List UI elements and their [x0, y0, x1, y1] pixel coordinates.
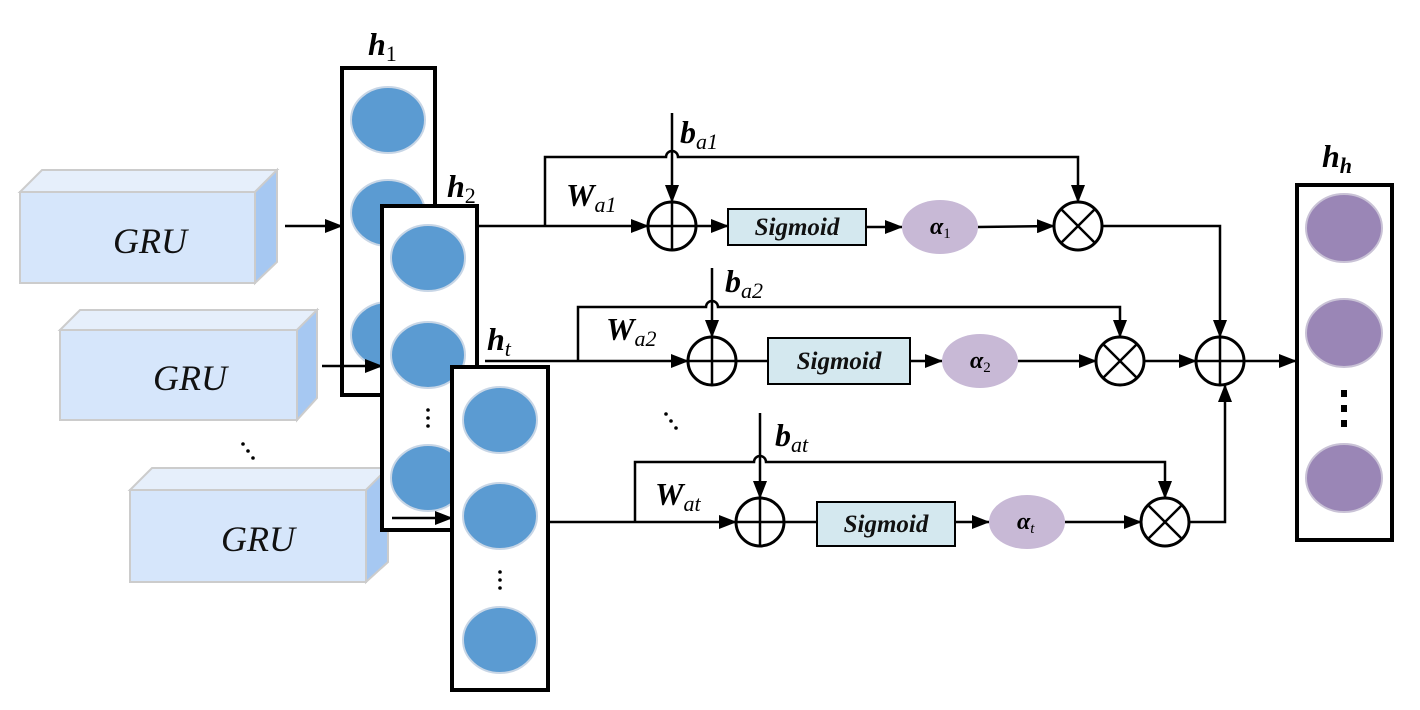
alpha-label: αt [1017, 509, 1035, 537]
sigmoid-label: Sigmoid [844, 511, 929, 538]
alpha-node [942, 334, 1018, 388]
sum-op-icon [1194, 335, 1246, 387]
add-op-icon [686, 335, 738, 387]
sigmoid-box [816, 501, 956, 547]
gru-block-1: GRU [17, 167, 280, 286]
alpha-node [989, 495, 1065, 549]
multiply-op-icon [1139, 496, 1191, 548]
alpha-node [902, 200, 978, 254]
bias-label: bat [775, 417, 809, 457]
sigmoid-box [727, 208, 867, 246]
hh-label: hh [1322, 138, 1352, 178]
hidden-state-ht: ht [450, 321, 550, 692]
alpha-label: α2 [970, 348, 991, 376]
weight-label: Wat [655, 476, 701, 516]
attention-row-t: Sigmoid αt Wat bat [550, 384, 1232, 549]
ht-label: ht [487, 321, 512, 361]
gru-label: GRU [113, 221, 189, 261]
ellipsis-dots [664, 412, 678, 430]
multiply-op-icon [1052, 200, 1104, 252]
h2-label: h2 [447, 168, 476, 208]
bias-label: ba1 [680, 114, 718, 154]
bias-label: ba2 [725, 263, 763, 303]
weight-label: Wa1 [566, 177, 616, 217]
gru-block-2: GRU [57, 307, 320, 423]
ellipsis-dots [241, 442, 255, 460]
sigmoid-label: Sigmoid [797, 348, 882, 375]
multiply-op-icon [1094, 335, 1146, 387]
add-op-icon [734, 496, 786, 548]
gru-label: GRU [221, 519, 297, 559]
h1-label: h1 [368, 26, 397, 66]
weight-label: Wa2 [606, 311, 656, 351]
add-op-icon [646, 200, 698, 252]
alpha-label: α1 [930, 214, 951, 242]
sigmoid-label: Sigmoid [755, 214, 840, 241]
gru-block-3: GRU [127, 465, 391, 585]
attention-row-2: Sigmoid α2 Wa2 ba2 [485, 263, 1197, 388]
hidden-state-hh: hh [1295, 138, 1394, 542]
attention-row-1: Sigmoid α1 Wa1 ba1 [477, 113, 1227, 338]
gru-label: GRU [153, 358, 229, 398]
